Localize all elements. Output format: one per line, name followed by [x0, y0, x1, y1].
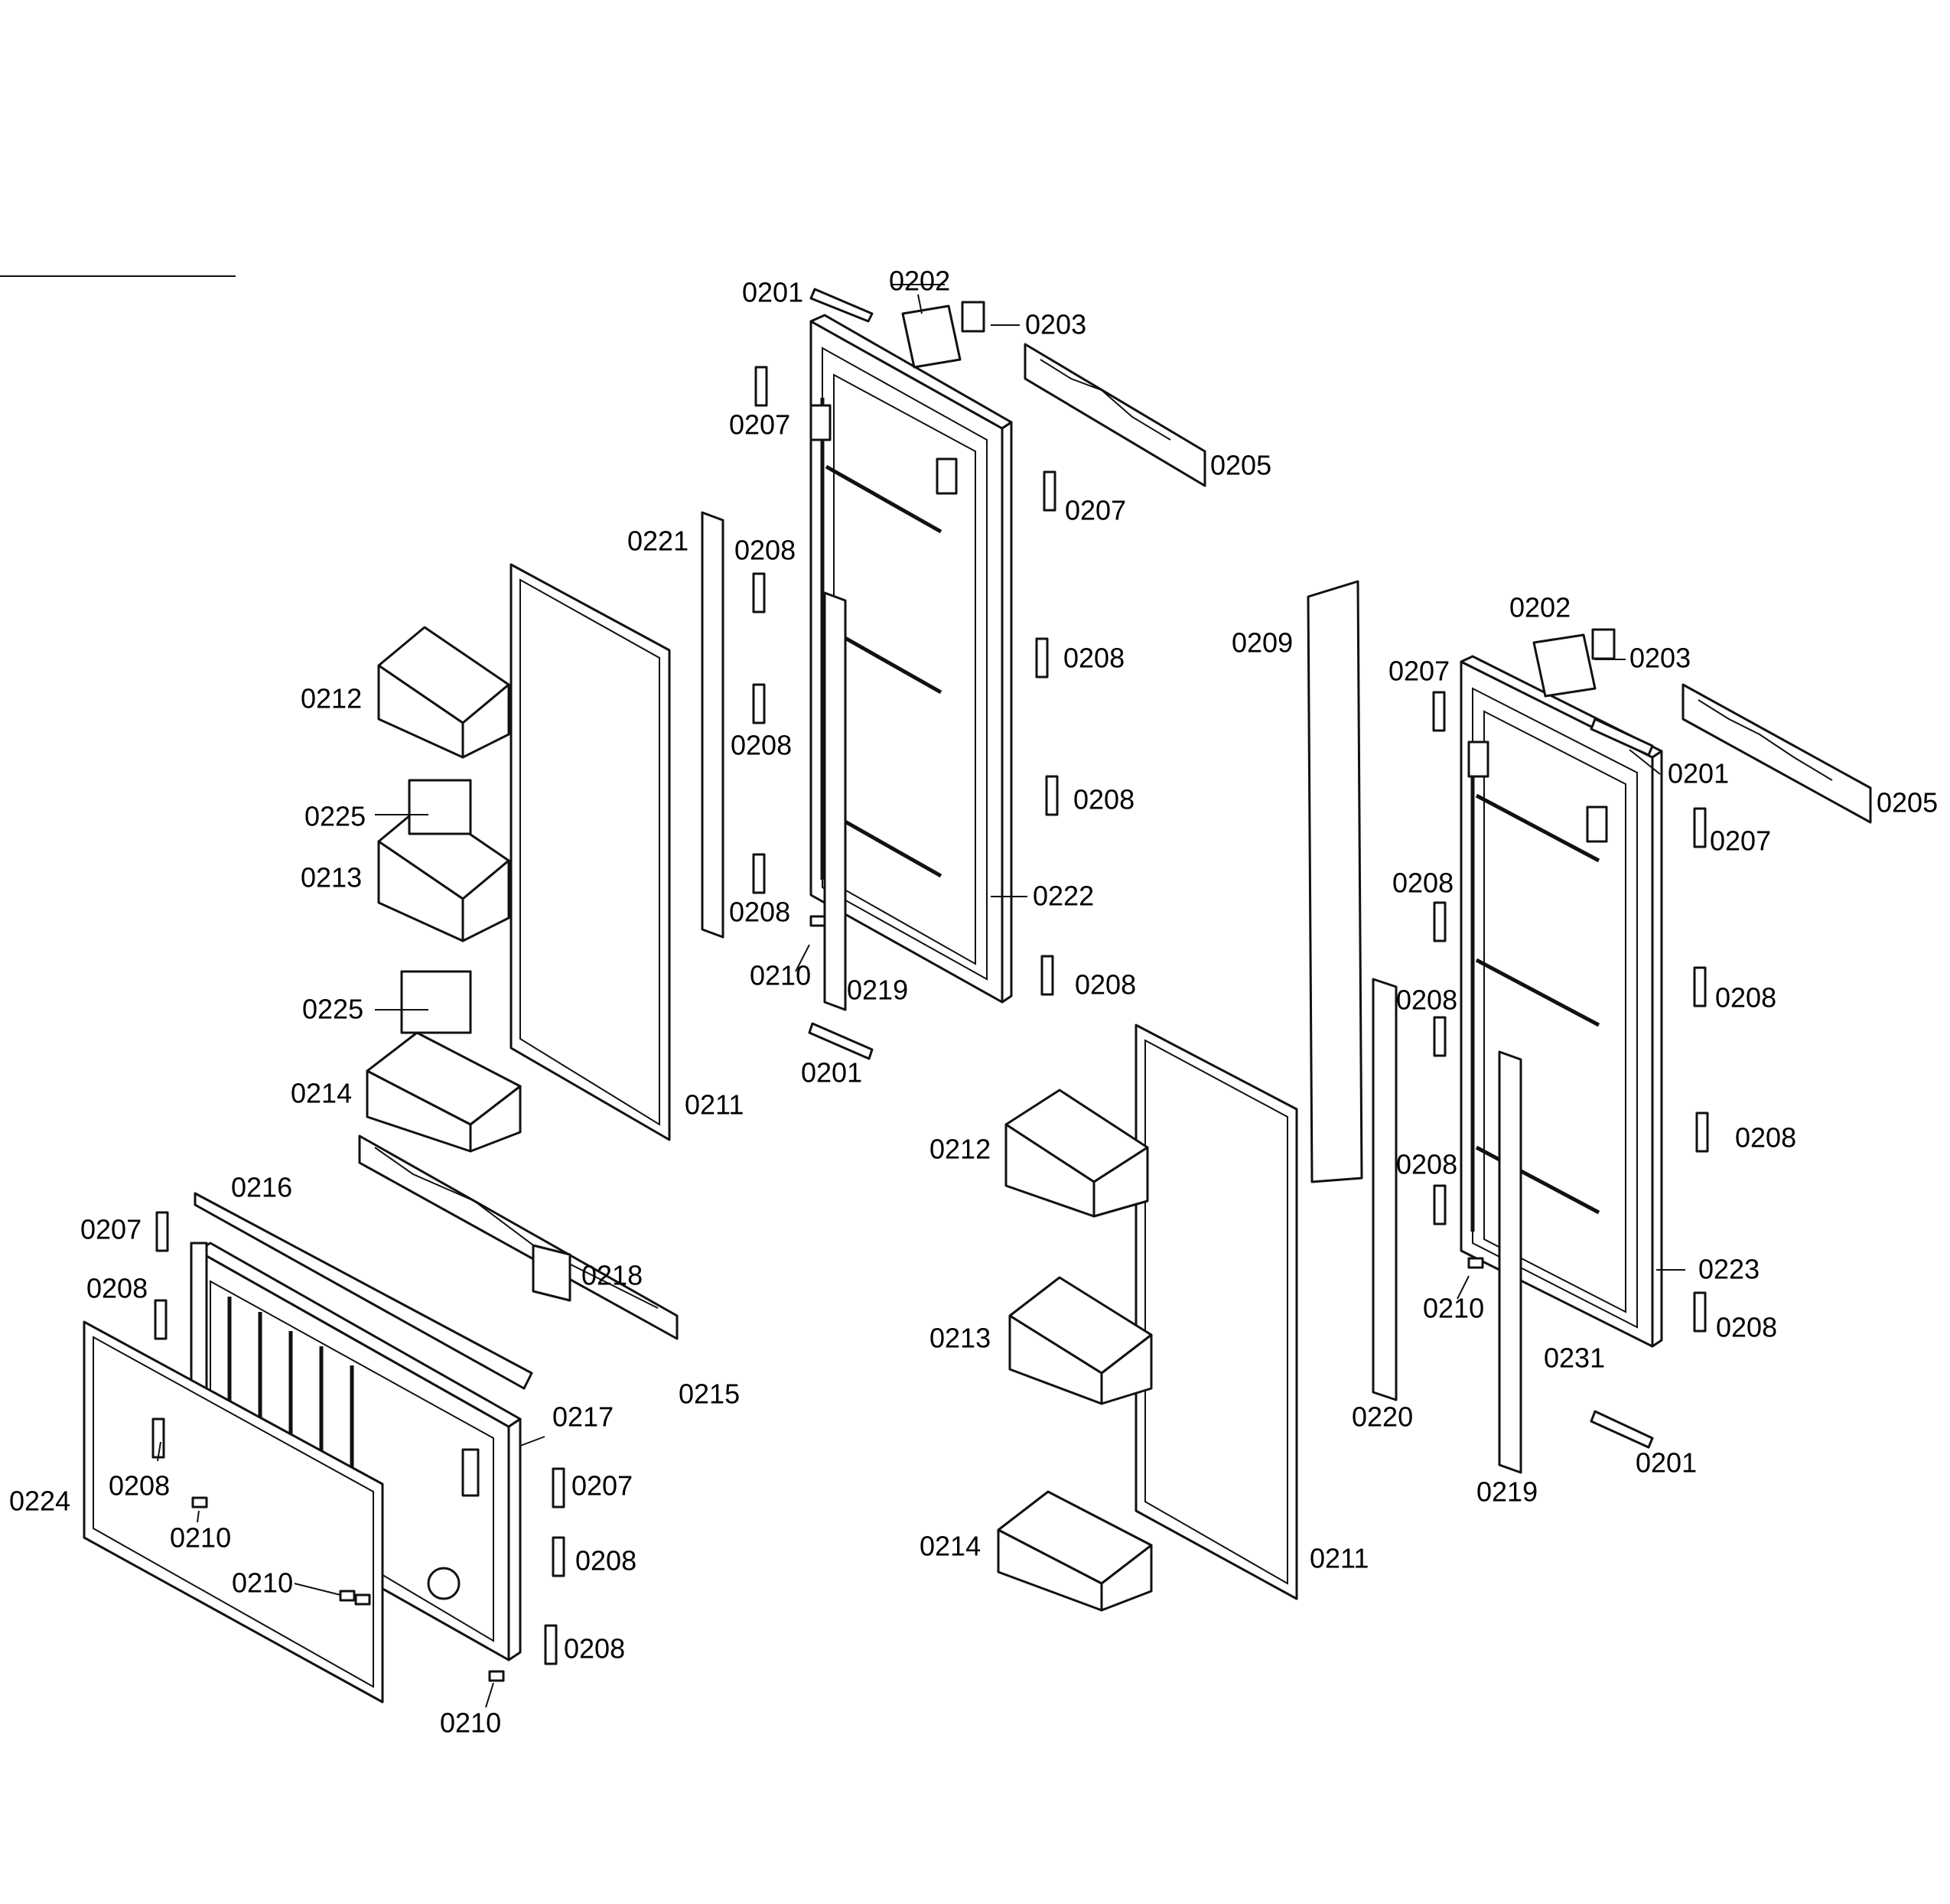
callout-label: 0208 — [729, 897, 790, 928]
callout-label: 0208 — [564, 1633, 625, 1665]
callout-label: 0212 — [301, 683, 362, 714]
callout-label: 0213 — [301, 862, 362, 893]
callout-label: 0207 — [1710, 825, 1771, 857]
left-door-hinge-clips — [754, 367, 1057, 994]
callout-label: 0208 — [731, 730, 792, 761]
callout-label: 0208 — [1075, 969, 1136, 1001]
callout-label: 0208 — [1715, 982, 1776, 1014]
right-door-hinge-clips — [1434, 692, 1707, 1331]
callout-label: 0219 — [847, 975, 908, 1006]
drawer-hinge-clips — [153, 1212, 564, 1681]
drawer-gasket-0224 — [84, 1322, 383, 1702]
callout-label: 0201 — [801, 1057, 862, 1089]
right-door-gasket-0211 — [1136, 1025, 1297, 1599]
callout-label: 0217 — [552, 1401, 614, 1433]
callout-label: 0211 — [1310, 1543, 1369, 1574]
callout-label: 0208 — [1396, 1149, 1457, 1180]
callout-label: 0205 — [1877, 787, 1938, 819]
left-door-gasket-0211 — [511, 565, 669, 1140]
callout-label: 0201 — [1668, 758, 1729, 789]
callout-label: 0223 — [1698, 1254, 1760, 1285]
callout-label: 0208 — [1735, 1122, 1796, 1154]
left-door-trim-strips — [702, 289, 872, 1059]
callout-label: 0211 — [685, 1089, 744, 1121]
callout-label: 0213 — [929, 1323, 991, 1354]
callout-label: 0209 — [1232, 627, 1293, 659]
callout-label: 0201 — [1636, 1447, 1697, 1479]
right-door-shelves — [998, 1090, 1151, 1610]
callout-label: 0220 — [1352, 1401, 1413, 1433]
callout-label: 0215 — [679, 1378, 740, 1410]
callout-label: 0201 — [742, 277, 803, 308]
callout-label: 0208 — [575, 1545, 636, 1577]
callout-label: 0218 — [581, 1260, 643, 1291]
callout-label: 0210 — [440, 1707, 501, 1739]
leader-lines — [158, 285, 1685, 1707]
callout-label: 0208 — [86, 1273, 148, 1304]
callout-label: 0207 — [571, 1470, 633, 1502]
callout-label: 0207 — [80, 1214, 142, 1245]
right-door-assembly — [1461, 656, 1662, 1346]
callout-labels: 0201 0202 0203 0207 0205 0207 0221 0208 … — [9, 265, 1938, 1739]
callout-label: 0224 — [9, 1486, 70, 1517]
callout-label: 0208 — [1396, 985, 1457, 1016]
callout-label: 0207 — [1065, 495, 1126, 526]
callout-label: 0210 — [232, 1567, 293, 1599]
callout-label: 0231 — [1544, 1343, 1605, 1374]
drawer-top-trim — [195, 1136, 677, 1388]
callout-label: 0208 — [1392, 867, 1454, 899]
callout-label: 0225 — [304, 801, 366, 832]
callout-label: 0225 — [302, 994, 363, 1025]
callout-label: 0205 — [1210, 450, 1271, 481]
callout-label: 0210 — [170, 1522, 231, 1554]
callout-label: 0203 — [1025, 309, 1086, 340]
callout-label: 0208 — [1716, 1312, 1777, 1343]
callout-label: 0210 — [1423, 1293, 1484, 1324]
right-door-trim-strips — [1308, 581, 1652, 1473]
callout-label: 0208 — [734, 535, 796, 566]
callout-label: 0208 — [109, 1470, 170, 1502]
callout-label: 0214 — [920, 1531, 981, 1562]
callout-label: 0202 — [1509, 592, 1571, 623]
callout-label: 0210 — [750, 960, 811, 991]
callout-label: 0222 — [1033, 880, 1094, 912]
callout-label: 0219 — [1476, 1476, 1538, 1508]
callout-label: 0216 — [231, 1172, 292, 1203]
callout-label: 0221 — [627, 526, 689, 557]
callout-label: 0208 — [1063, 643, 1125, 674]
callout-label: 0212 — [929, 1134, 991, 1165]
left-door-top-parts — [903, 302, 1205, 486]
callout-label: 0203 — [1629, 643, 1691, 674]
callout-label: 0207 — [729, 409, 790, 441]
callout-label: 0202 — [889, 265, 950, 297]
right-door-top-parts — [1534, 630, 1870, 822]
left-door-shelves — [367, 627, 520, 1151]
callout-label: 0207 — [1388, 656, 1450, 687]
callout-label: 0208 — [1073, 784, 1135, 815]
callout-label: 0214 — [291, 1078, 352, 1109]
